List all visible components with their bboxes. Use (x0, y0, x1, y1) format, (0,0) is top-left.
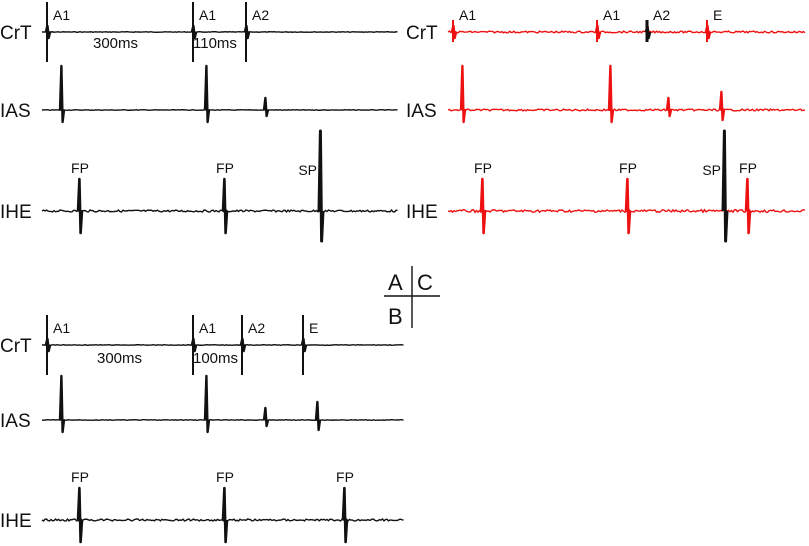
trace-row-ias: IAS (406, 64, 806, 124)
stimulus-label: E (713, 7, 722, 23)
stimulus-artifact (450, 24, 458, 40)
stimulus-artifact (243, 24, 251, 40)
trace-row-crt: CrT A1 A1 A2 E (0, 315, 404, 375)
ias-spike (262, 406, 270, 428)
ihe-potential (317, 129, 325, 243)
baseline-trace (41, 343, 404, 347)
panel-B: CrT A1 A1 A2 E IAS IHE FP FP FP 300ms 100ms (0, 315, 404, 544)
potential-label: FP (474, 160, 492, 176)
stimulus-label: A1 (199, 320, 216, 336)
stimulus-artifact (44, 24, 52, 40)
potential-label: FP (739, 160, 757, 176)
potential-label: FP (619, 160, 637, 176)
trace-row-crt: CrT A1 A1 A2 (0, 2, 398, 62)
stimulus-label: A2 (252, 7, 269, 23)
ias-spike (203, 64, 211, 124)
stimulus-label: E (309, 320, 318, 336)
row-label: IAS (0, 101, 31, 122)
row-label: IAS (0, 411, 31, 432)
trace-row-ias: IAS (0, 64, 398, 124)
ihe-potential (76, 486, 84, 544)
key-label-c: C (417, 270, 433, 295)
stimulus-label: A1 (603, 7, 620, 23)
baseline-trace (447, 30, 806, 34)
ihe-potential (76, 177, 84, 235)
ias-spike (718, 90, 726, 122)
ias-spike (58, 64, 66, 124)
potential-label: FP (71, 160, 89, 176)
baseline-trace (41, 30, 398, 34)
ias-spike (665, 96, 673, 118)
stimulus-label: A1 (199, 7, 216, 23)
panel-C: CrT A1 A1 A2 E IAS IHE FP FP SP FP (406, 7, 806, 243)
stimulus-label: A1 (459, 7, 476, 23)
stimulus-label: A1 (53, 320, 70, 336)
trace-row-crt: CrT A1 A1 A2 E (406, 7, 806, 44)
interval-label: 300ms (93, 35, 138, 52)
stimulus-artifact (300, 337, 308, 353)
ihe-potential (744, 177, 752, 235)
ias-spike (203, 374, 211, 434)
baseline-trace (447, 108, 806, 112)
ihe-potential (721, 129, 729, 243)
trace-row-ias: IAS (0, 374, 404, 434)
row-label: IAS (406, 101, 437, 122)
stimulus-label: A2 (248, 320, 265, 336)
row-label: CrT (0, 336, 32, 357)
baseline-trace (41, 418, 404, 422)
ihe-potential (221, 486, 229, 544)
ihe-potential (341, 486, 349, 544)
potential-label: FP (71, 469, 89, 485)
stimulus-artifact (594, 24, 602, 40)
ias-spike (58, 374, 66, 434)
ias-spike (262, 96, 270, 118)
row-label: IHE (0, 511, 32, 532)
ias-spike (459, 64, 467, 124)
ihe-potential (624, 177, 632, 235)
potential-label: FP (216, 160, 234, 176)
row-label: CrT (406, 23, 438, 44)
ias-spike (607, 64, 615, 124)
stimulus-artifact (190, 337, 198, 353)
key-label-a: A (388, 270, 403, 295)
stimulus-label: A2 (653, 7, 670, 23)
stimulus-artifact (704, 24, 712, 40)
potential-label: SP (702, 162, 721, 178)
interval-label: 100ms (193, 350, 238, 367)
trace-row-ihe: IHE FP FP SP FP (406, 129, 806, 243)
interval-label: 300ms (97, 350, 142, 367)
trace-row-ihe: IHE FP FP SP (0, 129, 398, 243)
potential-label: FP (216, 469, 234, 485)
potential-label: FP (336, 469, 354, 485)
ias-spike (314, 400, 322, 432)
potential-label: SP (298, 162, 317, 178)
baseline-trace (41, 108, 398, 112)
interval-label: 110ms (193, 35, 237, 52)
stimulus-artifact (644, 24, 652, 40)
ihe-potential (479, 177, 487, 235)
stimulus-artifact (190, 24, 198, 40)
ihe-potential (221, 177, 229, 235)
row-label: IHE (406, 202, 438, 223)
stimulus-label: A1 (53, 7, 70, 23)
trace-row-ihe: IHE FP FP FP (0, 469, 404, 544)
key-label-b: B (388, 304, 403, 329)
stimulus-artifact (239, 337, 247, 353)
stimulus-artifact (44, 337, 52, 353)
row-label: IHE (0, 202, 32, 223)
row-label: CrT (0, 23, 32, 44)
baseline-trace (41, 209, 398, 214)
